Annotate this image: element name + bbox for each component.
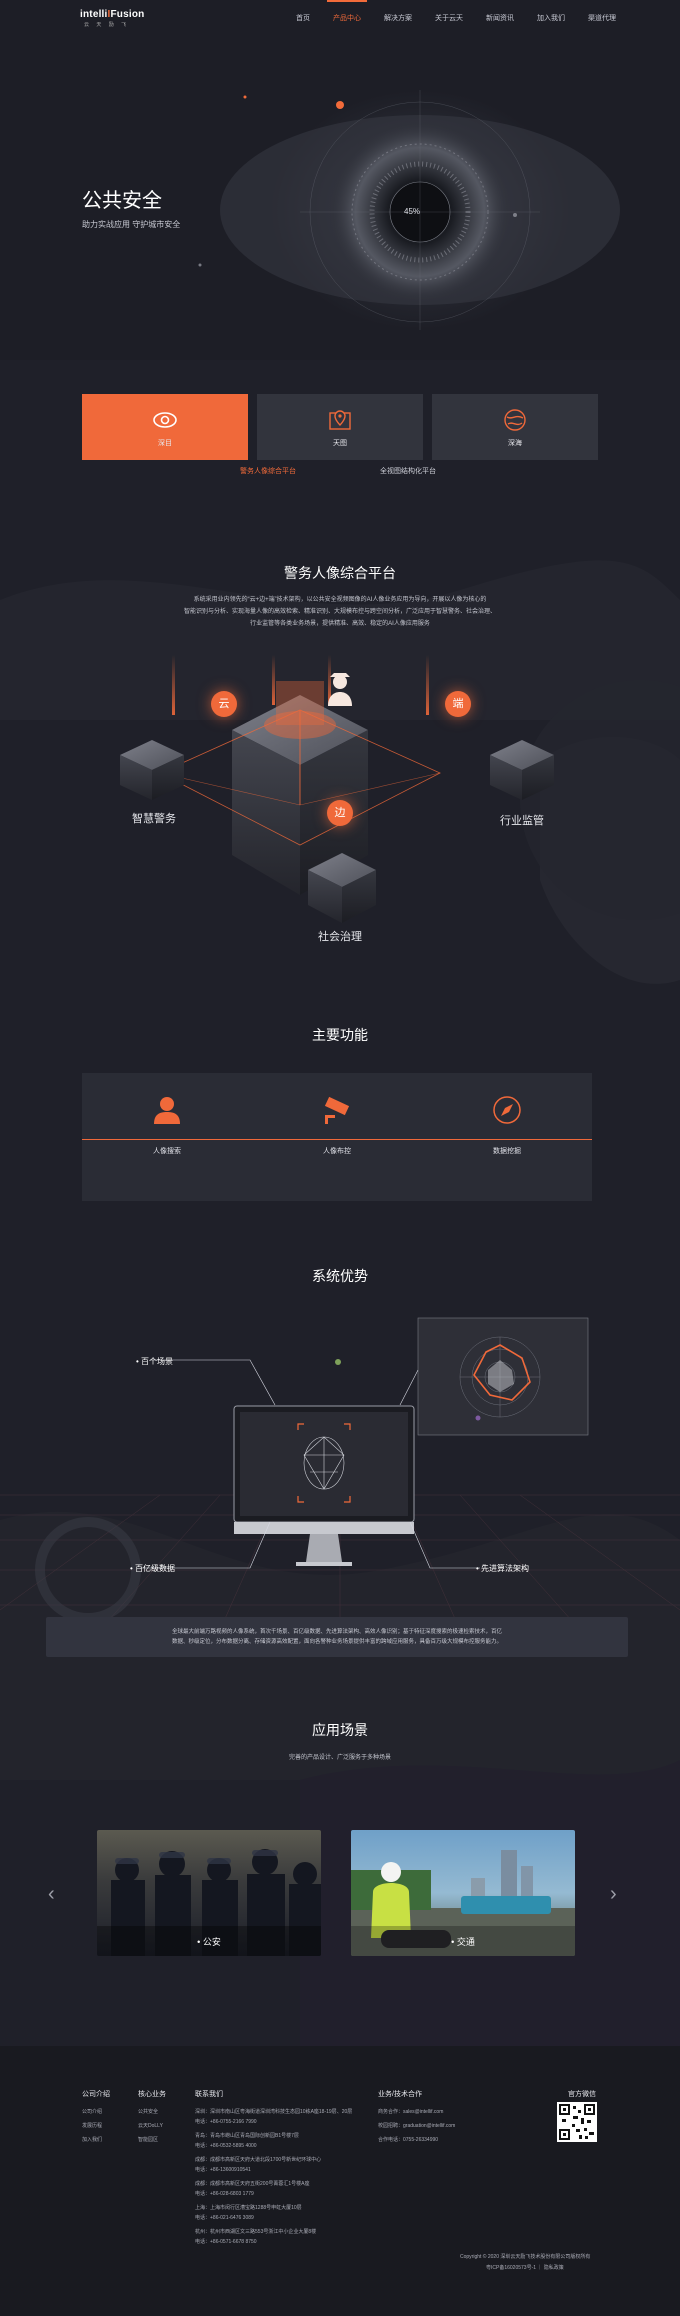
sub-tabs: 警务人像综合平台 全视图结构化平台 [0,463,680,477]
footer-contact: 成都：成都市高新区天府大道北段1700号新世纪环球中心 [195,2157,322,2163]
footer-link[interactable]: 公司介绍 [82,2109,103,2115]
hero-progress-label: 45% [404,207,421,216]
platform-title: 警务人像综合平台 [284,565,396,581]
cloud-bubble: 云 [211,691,237,717]
nav-channel[interactable]: 渠道代理 [588,15,616,22]
map-pin-icon [329,410,351,430]
tab-shenhai[interactable]: 深海 [432,394,598,460]
scene-card-traffic[interactable]: • 交通 [351,1830,575,1956]
feature-portrait-search[interactable]: 人像搜索 [82,1073,252,1201]
feature-label: 人像布控 [323,1148,351,1155]
features-divider [82,1139,592,1140]
nav-products[interactable]: 产品中心 [327,0,367,25]
platform-description: 系统采用业内领先的“云+边+端”技术架构，以公共安全视频图像的AI人像业务应用为… [183,597,496,627]
traffic-officer-image [351,1850,575,1956]
footer-link[interactable]: 发展历程 [82,2123,103,2129]
police-officer-icon [328,673,352,706]
logo-subtitle: 云 天 励 飞 [84,22,130,28]
edge-bubble: 边 [327,800,353,826]
footer-contact: 电话：+86-13600910541 [195,2167,251,2173]
cube-label-industry-supervision: 行业监管 [500,815,544,827]
footer: 公司介绍 公司介绍 发展历程 加入我们 核心业务 公共安全 云天DoLLY 智能… [0,2046,680,2316]
subtab-police-portrait[interactable]: 警务人像综合平台 [240,468,296,475]
user-icon [154,1097,180,1124]
tab-label: 深海 [508,440,522,447]
logo[interactable]: intelliIFusion [80,9,145,20]
advantage-label-data: • 百亿级数据 [130,1564,176,1573]
feature-label: 数据挖掘 [493,1148,521,1155]
advantages-graphic [0,1317,680,1630]
hero-subtitle: 助力实战应用 守护城市安全 [82,220,181,229]
advantage-label-algorithm: • 先进算法架构 [476,1564,530,1573]
copyright: Copyright © 2020 深圳云天励飞技术股份有限公司版权所有 [460,2254,591,2260]
advantages-description-box: 全球最大前端万路视频的人像系统，首次千场景、百亿级数据、先进算法架构、高效人像识… [46,1617,628,1657]
footer-col4-title: 业务/技术合作 [378,2091,422,2098]
advantages-description: 全球最大前端万路视频的人像系统，首次千场景、百亿级数据、先进算法架构、高效人像识… [171,1629,502,1645]
footer-contact: 杭州：杭州市西湖区文三路553号浙江中小企业大厦8楼 [195,2229,317,2235]
scenes-title: 应用场景 [312,1722,368,1738]
features-panel: 人像搜索 人像布控 数据挖掘 [82,1073,592,1201]
globe-icon [504,409,526,431]
hero-banner: 45% 公共安全 助力实战应用 守护城市安全 [0,0,680,360]
carousel-prev-arrow[interactable]: ‹ [48,1883,55,1905]
footer-col1-title: 公司介绍 [82,2091,110,2098]
compass-icon [493,1096,521,1124]
carousel-next-arrow[interactable]: › [610,1883,617,1905]
footer-contact: 成都：成都市高新区天府五街200号菁蓉汇1号楼A座 [195,2181,310,2187]
advantage-label-scenes: • 百个场景 [136,1357,174,1366]
footer-contact[interactable]: 校园招聘：graduation@intellif.com [378,2123,456,2129]
cube-label-social-governance: 社会治理 [318,931,362,943]
scenes-subtitle: 完善的产品设计、广泛服务于多种场景 [288,1755,391,1761]
page-title: 公共安全 [82,190,162,212]
product-tabs: 深目 天图 深海 [82,394,598,460]
footer-contact: 青岛：青岛市崂山区青岛国际创新园B1号楼7层 [195,2133,299,2139]
advantages-title: 系统优势 [312,1268,368,1284]
scene-card-police[interactable]: • 公安 [97,1830,321,1956]
footer-contact: 上海：上海市闵行区漕宝路1288号申虹大厦10层 [195,2205,302,2211]
main-nav: 首页 产品中心 解决方案 关于云天 新闻资讯 加入我们 渠道代理 [296,0,639,25]
feature-portrait-control[interactable]: 人像布控 [252,1073,422,1201]
eye-icon [153,412,177,428]
tab-label: 深目 [158,440,172,447]
tab-shenmu[interactable]: 深目 [82,394,248,460]
features-title: 主要功能 [312,1027,368,1043]
wechat-title: 官方微信 [568,2091,596,2098]
wechat-qr-code [557,2102,597,2142]
feature-label: 人像搜索 [153,1148,181,1155]
footer-contact: 电话：+86-0755-2166 7990 [195,2119,257,2125]
feature-data-mining[interactable]: 数据挖掘 [422,1073,592,1201]
footer-contact: 深圳：深圳市南山区粤海街道深圳湾科技生态园10栋A座18-19层、20层 [195,2109,353,2115]
tab-label: 天图 [333,440,347,447]
nav-home[interactable]: 首页 [296,15,310,22]
top-nav-bar: intelliIFusion 云 天 励 飞 首页 产品中心 解决方案 关于云天… [0,0,680,36]
footer-contact[interactable]: 商务合作：sales@intellif.com [378,2109,444,2115]
terminal-bubble: 端 [445,691,471,717]
footer-link[interactable]: 云天DoLLY [138,2123,163,2129]
nav-join[interactable]: 加入我们 [537,15,565,22]
footer-link[interactable]: 加入我们 [82,2137,103,2143]
hero-eye-graphic [198,90,620,330]
footer-contact: 电话：+86-0532-5895 4000 [195,2143,257,2149]
subtab-full-view[interactable]: 全视图结构化平台 [380,468,436,475]
footer-contact: 电话：+86-021-6476 3089 [195,2215,254,2221]
scene-label: • 公安 [197,1937,221,1947]
cube-label-smart-police: 智慧警务 [132,813,176,825]
footer-link[interactable]: 公共安全 [138,2109,159,2115]
footer-col2-title: 核心业务 [138,2091,166,2098]
footer-link[interactable]: 智能园区 [138,2137,159,2143]
footer-contact: 电话：+86-0571-6678 8750 [195,2239,257,2245]
icp-number[interactable]: 粤ICP备16020573号-1 ｜ 隐私政策 [486,2265,564,2271]
scene-label: • 交通 [451,1937,475,1947]
footer-contact: 合作电话：0755-26334990 [378,2137,439,2143]
nav-about[interactable]: 关于云天 [435,15,463,22]
nav-news[interactable]: 新闻资讯 [486,15,514,22]
nav-solutions[interactable]: 解决方案 [384,15,412,22]
footer-contact: 电话：+86-028-6803 1779 [195,2191,254,2197]
footer-col3-title: 联系我们 [195,2091,223,2098]
camera-icon [324,1096,350,1124]
tab-tiantu[interactable]: 天图 [257,394,423,460]
police-crowd-image [97,1849,321,1956]
